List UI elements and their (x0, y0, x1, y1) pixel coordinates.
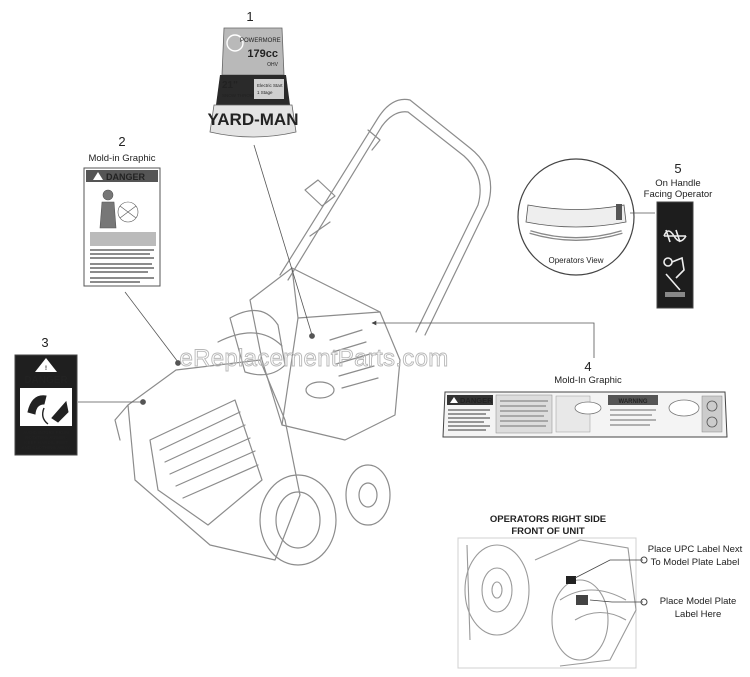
operator-view-inset: Operators View (517, 158, 655, 276)
leader-lines (78, 144, 595, 405)
leader-2 (124, 291, 179, 363)
svg-text:DANGER: DANGER (106, 172, 146, 182)
svg-text:KEEP HANDS, FEET: KEEP HANDS, FEET (24, 440, 68, 445)
callout-3-number: 3 (41, 335, 48, 350)
hand-hazard-icon (99, 189, 139, 229)
callouts: 1 2 Mold-in Graphic 3 4 Mold-In Graphic … (41, 9, 712, 386)
yardman-logo: YARD-MAN (208, 110, 299, 129)
svg-text:AVOID INJURY FROM: AVOID INJURY FROM (23, 430, 69, 435)
leader-1 (253, 144, 313, 336)
operators-view-label: Operators View (549, 256, 604, 265)
model-plate-note-line2: Label Here (675, 609, 721, 620)
choke-knob-icon (668, 399, 700, 417)
detail-title-line2: FRONT OF UNIT (511, 526, 585, 537)
watermark: eReplacementParts.com (179, 345, 448, 372)
svg-text:WARNING: WARNING (619, 399, 648, 405)
svg-text:1 Stage: 1 Stage (257, 90, 273, 95)
decal-5-handle (656, 201, 694, 309)
svg-text:AND CLOTHING AWAY.: AND CLOTHING AWAY. (21, 445, 70, 450)
decal-3-danger: ! DANGER AVOID INJURY FROM ROTATING AUGE… (14, 354, 78, 456)
primer-icon (706, 400, 718, 428)
key-slot-icon (574, 401, 602, 415)
upc-note-line2: To Model Plate Label (651, 557, 740, 568)
drive-control-icon (663, 256, 685, 291)
upc-note-line1: Place UPC Label Next (648, 544, 743, 555)
upc-leader (574, 559, 643, 579)
leader-4 (371, 320, 595, 358)
callout-1-number: 1 (246, 9, 253, 24)
decal-2-danger: DANGER (83, 167, 161, 287)
svg-text:179cc: 179cc (247, 48, 278, 60)
callout-4-number: 4 (584, 359, 591, 374)
snow-thrower-illustration (114, 98, 492, 566)
callout-5-label-line2: Facing Operator (644, 189, 713, 200)
callout-5-number: 5 (674, 161, 681, 176)
svg-text:OHV: OHV (267, 62, 279, 68)
powermore-swoosh-icon (226, 34, 244, 52)
svg-text:POWERMORE: POWERMORE (240, 38, 281, 44)
detail-view: OPERATORS RIGHT SIDE FRONT OF UNIT Place… (457, 514, 743, 669)
svg-text:!: ! (45, 366, 47, 372)
decal-2-fine-print (90, 249, 154, 283)
auger-hazard-icon (27, 395, 69, 425)
upc-label-spot (566, 576, 576, 584)
svg-text:Electric Start: Electric Start (257, 83, 283, 88)
decal-1-yardman: POWERMORE 179cc OHV 21" SNOW THROWER Ele… (208, 27, 299, 138)
callout-5-label-line1: On Handle (655, 178, 700, 189)
auger-control-icon (663, 229, 687, 243)
decal-4-panel: DANGER WARNING (442, 391, 728, 438)
svg-text:ROTATING AUGER-: ROTATING AUGER- (25, 435, 67, 440)
model-plate-spot (576, 595, 588, 605)
model-plate-leader (589, 599, 643, 603)
detail-title-line1: OPERATORS RIGHT SIDE (490, 514, 606, 525)
warning-triangle-icon (93, 172, 103, 180)
warning-triangle-icon (450, 397, 458, 403)
model-plate-note-line1: Place Model Plate (660, 596, 737, 607)
callout-2-label: Mold-in Graphic (88, 153, 155, 164)
callout-4-label: Mold-In Graphic (554, 375, 622, 386)
svg-text:DANGER: DANGER (460, 396, 493, 405)
svg-text:SNOW THROWER: SNOW THROWER (222, 93, 261, 98)
warning-triangle-icon (35, 358, 57, 372)
svg-text:DANGER: DANGER (24, 375, 68, 386)
svg-text:21": 21" (222, 80, 238, 91)
callout-2-number: 2 (118, 134, 125, 149)
